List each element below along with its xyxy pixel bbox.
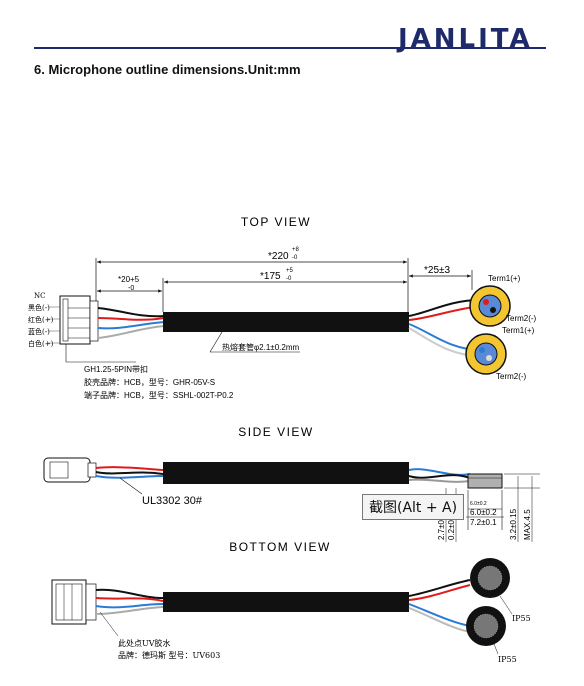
connector-top bbox=[59, 295, 99, 345]
heat-shrink-tube-top bbox=[163, 312, 409, 332]
connector-side bbox=[43, 457, 97, 483]
dim-tube-tol-upper: +5 bbox=[286, 268, 294, 274]
dim-a-small: 6.0±0.2 bbox=[470, 501, 487, 507]
term2-top-label: Term2(-) bbox=[506, 314, 537, 323]
dim-total: *220 bbox=[268, 251, 289, 262]
dim-lead-tol-lower: -0 bbox=[128, 285, 134, 292]
uv-glue-note: 此处点UV胶水 bbox=[118, 638, 171, 648]
dim-tube-tol-lower: -0 bbox=[286, 276, 292, 282]
term1-top-label: Term1(+) bbox=[488, 274, 521, 283]
connector-note-2: 胶壳品牌：HCB，型号：GHR-05V-S bbox=[84, 377, 215, 387]
connector-note-1: GH1.25-5PIN带扣 bbox=[84, 364, 148, 374]
section-heading: 6. Microphone outline dimensions.Unit:mm bbox=[34, 62, 301, 77]
dim-total-tol-lower: -0 bbox=[292, 255, 298, 261]
dim-b: 7.2±0.1 bbox=[470, 518, 497, 527]
pin-label-nc: NC bbox=[34, 292, 45, 300]
mic-capsule-top bbox=[469, 285, 511, 327]
dim-f: MAX.4.5 bbox=[523, 509, 532, 540]
dim-c: 2.7±0 bbox=[437, 519, 446, 540]
mic-capsule-bottom bbox=[465, 333, 507, 375]
brand-logo: JANLITA bbox=[398, 24, 533, 54]
header-rule bbox=[34, 47, 546, 49]
dim-d: 0.2±0 bbox=[447, 519, 456, 540]
mic-bottom-top bbox=[470, 558, 510, 598]
heat-shrink-tube-side bbox=[163, 462, 409, 484]
bottom-view-title: BOTTOM VIEW bbox=[229, 540, 331, 554]
wires-top-left bbox=[97, 307, 165, 339]
connector-note-3: 端子品牌：HCB，型号：SSHL-002T-P0.2 bbox=[84, 390, 234, 400]
top-view-title: TOP VIEW bbox=[241, 215, 311, 229]
term1-bottom-label: Term1(+) bbox=[502, 326, 535, 335]
pin-label-black: 黑色(-) bbox=[28, 303, 50, 312]
wire-label: UL3302 30# bbox=[142, 495, 203, 507]
tube-label: 热熔套管φ2.1±0.2mm bbox=[222, 342, 299, 352]
screenshot-tooltip: 截图(Alt + A) bbox=[362, 494, 465, 520]
pin-labels: NC 黑色(-) 红色(+) 蓝色(-) 白色(+) bbox=[28, 292, 54, 348]
pin-label-white: 白色(+) bbox=[28, 339, 54, 348]
term2-bottom-label: Term2(-) bbox=[496, 372, 527, 381]
ip-rating-bottom: IP55 bbox=[498, 655, 517, 664]
dim-tail: *25±3 bbox=[424, 265, 451, 276]
dim-a: 6.0±0.2 bbox=[470, 508, 497, 517]
mic-side-profile bbox=[467, 473, 503, 489]
dim-lead: *20+5 bbox=[118, 275, 140, 284]
connector-bottom bbox=[51, 579, 97, 625]
pin-label-blue: 蓝色(-) bbox=[28, 327, 50, 336]
side-view-title: SIDE VIEW bbox=[238, 425, 314, 439]
dim-total-tol-upper: +8 bbox=[292, 247, 300, 253]
dim-e: 3.2±0.15 bbox=[509, 508, 518, 540]
uv-glue-brand: 品牌：德玛斯 型号：UV603 bbox=[118, 650, 220, 660]
mic-bottom-bottom bbox=[466, 606, 506, 646]
dim-tube: *175 bbox=[260, 271, 281, 282]
heat-shrink-tube-bottom bbox=[163, 592, 409, 612]
ip-rating-top: IP55 bbox=[512, 614, 531, 623]
pin-label-red: 红色(+) bbox=[28, 315, 54, 324]
